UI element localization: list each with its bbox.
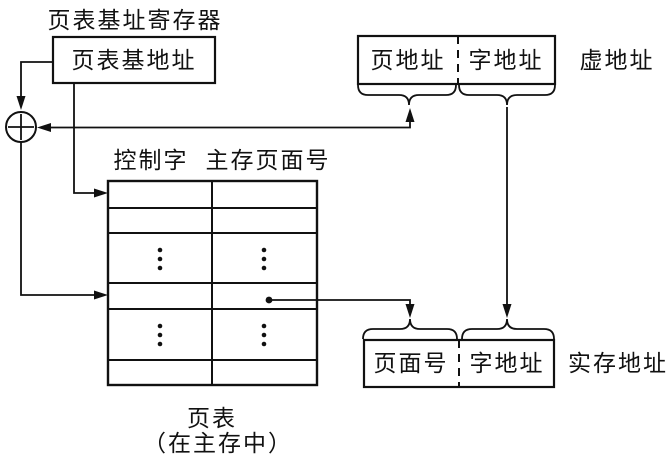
table-header-control-word: 控制字	[114, 148, 189, 173]
line-entry-to-real-page	[269, 299, 411, 304]
page-table-grid	[106, 179, 319, 387]
arrowhead-into-real-page-brace	[405, 304, 415, 318]
real-word-address-field: 字地址	[470, 351, 545, 376]
ptbr-box	[51, 35, 217, 85]
line-ptbr-to-adder	[20, 61, 53, 96]
page-table-caption-note: （在主存中）	[143, 431, 293, 456]
virtual-address-label: 虚地址	[580, 48, 655, 73]
line-adder-to-table	[20, 142, 94, 296]
virtual-address-box	[356, 34, 557, 86]
brace-over-real-word	[461, 318, 555, 340]
page-table-caption: 页表	[187, 406, 237, 431]
brace-over-real-page	[362, 318, 458, 340]
arrowhead-into-table-row1	[94, 188, 108, 198]
line-ptbr-to-table	[73, 83, 94, 194]
ptbr-title: 页表基址寄存器	[48, 8, 223, 33]
line-page-address-to-adder	[51, 122, 411, 129]
brace-under-virtual-page	[357, 84, 457, 106]
brace-under-virtual-word	[458, 84, 556, 106]
table-ellipsis-row3	[157, 247, 267, 271]
arrowhead-into-table-row4	[94, 290, 108, 300]
arrowhead-up-to-page-address-brace	[405, 108, 415, 122]
table-header-page-number: 主存页面号	[206, 148, 331, 173]
real-page-number-field: 页面号	[374, 351, 449, 376]
table-ellipsis-row5	[157, 323, 267, 347]
ptbr-value: 页表基地址	[72, 48, 197, 73]
virtual-word-address-field: 字地址	[469, 48, 544, 73]
arrowhead-into-adder-top	[16, 96, 26, 110]
virtual-page-address-field: 页地址	[371, 48, 446, 73]
adder-plus-icon	[5, 111, 37, 143]
real-address-label: 实存地址	[568, 351, 668, 376]
arrowhead-into-adder-right	[37, 123, 51, 132]
arrowhead-into-real-word-brace	[502, 304, 512, 318]
